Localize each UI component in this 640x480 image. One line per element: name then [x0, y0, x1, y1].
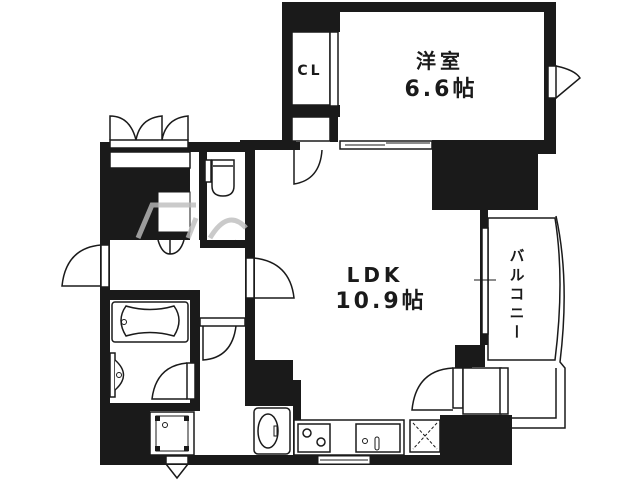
bedroom-window[interactable]	[547, 65, 557, 99]
closet-door[interactable]	[329, 31, 339, 107]
bedroom-door-swing	[555, 65, 581, 99]
bay-door-swing	[109, 115, 189, 141]
stove-burner-right	[316, 437, 326, 447]
wall	[150, 403, 200, 411]
bedroom-floor	[340, 12, 544, 140]
window-frame[interactable]	[109, 139, 189, 149]
bathroom-door-swing	[151, 362, 188, 400]
wall	[450, 358, 472, 368]
balcony-rail	[507, 215, 566, 429]
bathtub-inner	[120, 305, 180, 337]
washroom-floor	[110, 240, 200, 290]
ldk-label: LDK	[346, 263, 404, 287]
stove-burner-left	[302, 428, 312, 438]
stove	[297, 423, 331, 453]
ldk-door[interactable]	[245, 257, 255, 299]
wall	[440, 415, 512, 465]
wall	[282, 2, 292, 152]
wall	[100, 290, 200, 300]
balcony-sliding-door[interactable]	[481, 227, 489, 335]
hall-floor	[200, 248, 245, 455]
wall	[290, 105, 340, 117]
wall	[100, 142, 110, 462]
ldk-door-swing	[253, 257, 295, 299]
balcony-access-door[interactable]	[452, 367, 464, 409]
balcony-label: バルコニー	[507, 247, 526, 343]
wall	[480, 205, 488, 215]
utility-space	[462, 367, 502, 415]
bedroom-size: 6.6帖	[404, 77, 478, 102]
bathroom-door[interactable]	[186, 362, 196, 400]
wall	[432, 140, 538, 210]
toilet-tank	[204, 159, 212, 183]
pan-inner	[155, 415, 189, 452]
closet-label: CL	[297, 63, 323, 79]
wall	[199, 152, 207, 247]
bathtub-drain	[121, 319, 127, 325]
wall	[100, 455, 440, 465]
wall	[245, 360, 293, 406]
toilet-icon	[211, 159, 235, 197]
ldk-floor	[255, 150, 480, 415]
entrance-door[interactable]	[165, 455, 189, 465]
bedroom-sliding-door[interactable]	[339, 140, 433, 150]
washbasin-counter	[109, 352, 116, 398]
balcony-access-door-swing	[411, 367, 454, 411]
wall	[282, 2, 554, 12]
washroom-door[interactable]	[100, 244, 110, 288]
laundry-door-swing	[157, 239, 185, 255]
bedroom-label: 洋室	[416, 49, 464, 73]
wall	[100, 403, 150, 463]
wall	[190, 290, 200, 410]
sink-basin	[257, 413, 279, 449]
entrance-door-swing	[165, 463, 189, 480]
wall	[200, 240, 248, 248]
ldk-size: 10.9帖	[335, 289, 427, 314]
watermark	[135, 202, 248, 240]
hall-door-swing	[202, 325, 237, 361]
balcony-area	[487, 217, 561, 361]
hall-door-frame[interactable]	[199, 317, 246, 327]
storage-shelf	[109, 151, 191, 169]
washroom-door-swing	[61, 244, 102, 287]
wall	[100, 142, 300, 152]
ldk-upper-door-swing	[293, 149, 323, 185]
closet-floor	[291, 31, 331, 106]
fridge-space	[157, 191, 191, 233]
storage-floor	[291, 116, 331, 142]
